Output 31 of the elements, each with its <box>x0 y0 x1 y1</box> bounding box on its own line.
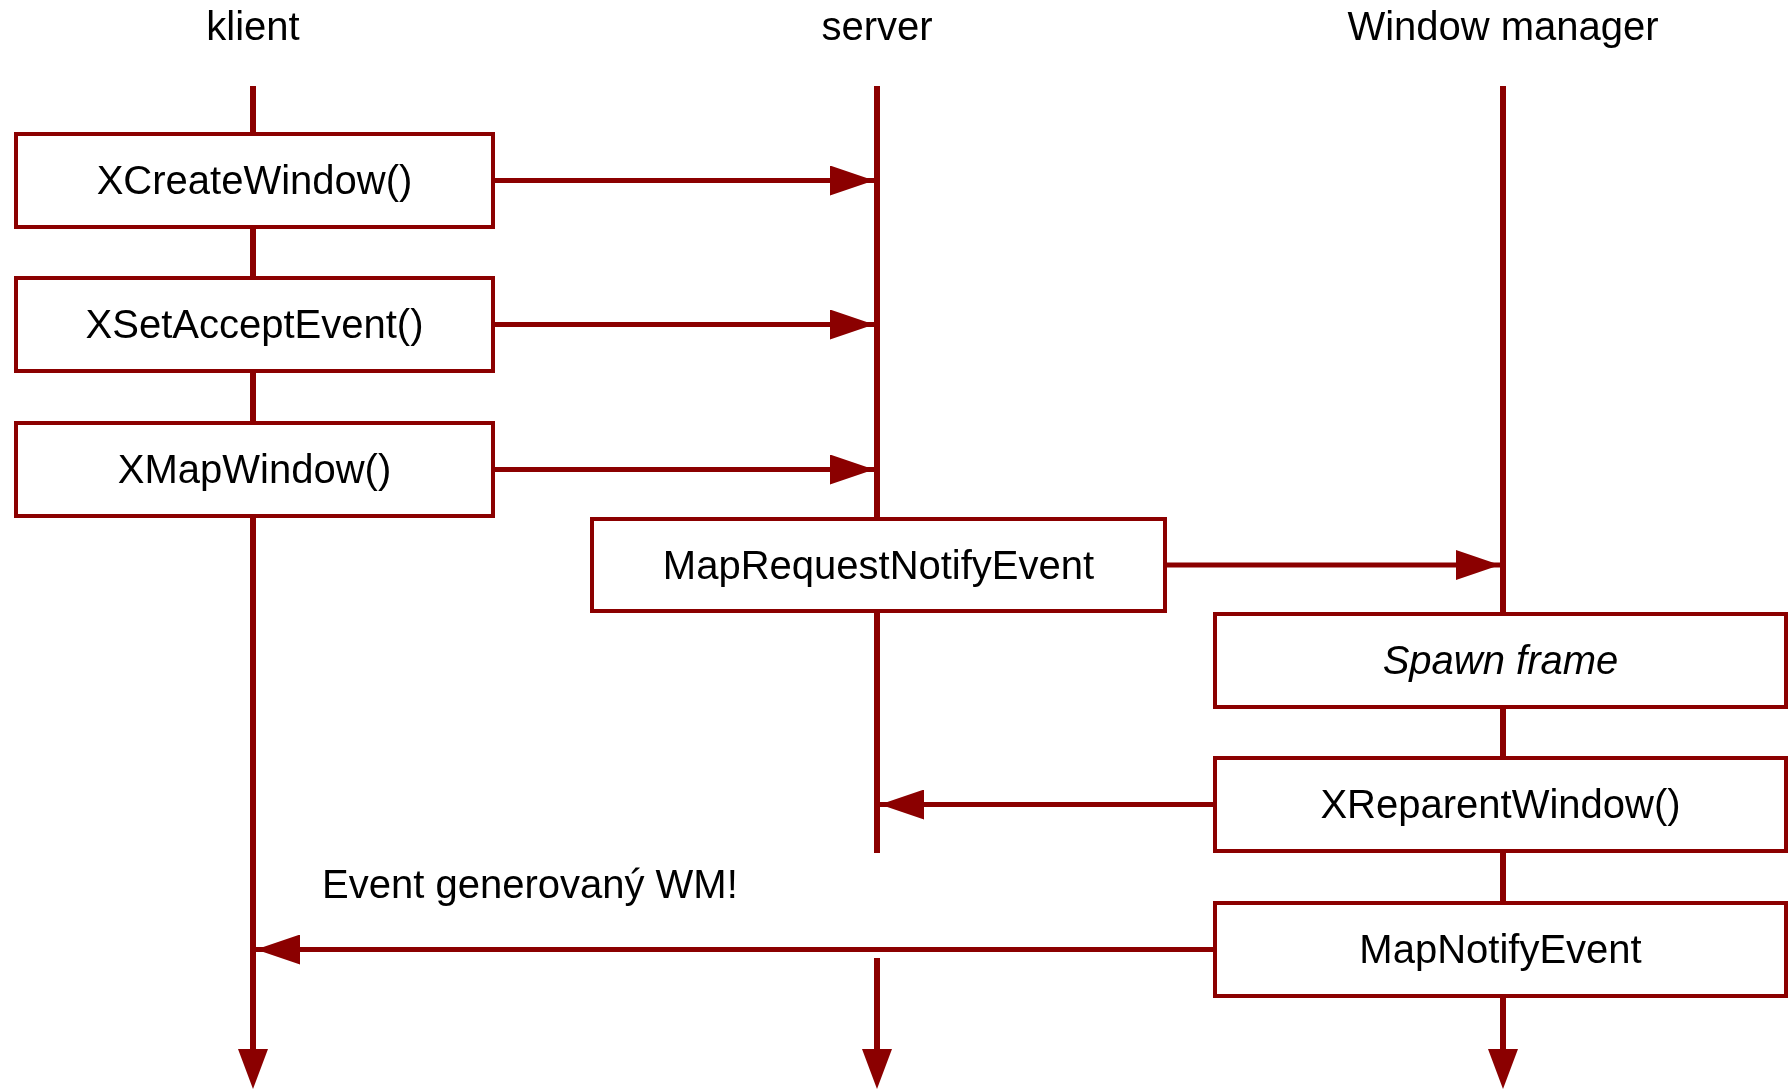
call-box <box>14 132 495 229</box>
lifeline-header: klient <box>206 4 300 49</box>
lifeline-header: server <box>821 4 933 49</box>
lifeline-connector <box>1500 853 1506 901</box>
lifeline-connector <box>250 229 256 276</box>
message-arrow <box>495 309 874 340</box>
message-arrow <box>495 165 874 196</box>
call-box <box>1213 612 1788 709</box>
call-box <box>14 421 495 518</box>
box-text: XCreateWindow() <box>96 158 413 203</box>
lifeline <box>874 613 880 853</box>
lifeline <box>1500 86 1506 612</box>
message-arrow <box>880 789 1213 820</box>
call-box <box>14 276 495 373</box>
lifeline <box>874 86 880 517</box>
lifeline-connector <box>250 373 256 421</box>
message-arrow <box>256 934 1213 965</box>
call-box <box>590 517 1167 613</box>
box-text: XReparentWindow() <box>1320 782 1681 827</box>
message-arrow <box>1167 550 1500 580</box>
message-arrow <box>495 454 874 485</box>
box-text: MapRequestNotifyEvent <box>662 542 1095 588</box>
box-text: Spawn frame <box>1382 638 1619 683</box>
lifeline <box>238 518 268 1089</box>
call-box <box>1213 756 1788 853</box>
lifeline-header: Window manager <box>1347 4 1659 49</box>
box-text: XSetAcceptEvent() <box>85 302 424 347</box>
lifeline-connector <box>1500 709 1506 756</box>
box-text: XMapWindow() <box>117 447 392 492</box>
call-box <box>1213 901 1788 998</box>
box-text: MapNotifyEvent <box>1359 927 1642 972</box>
